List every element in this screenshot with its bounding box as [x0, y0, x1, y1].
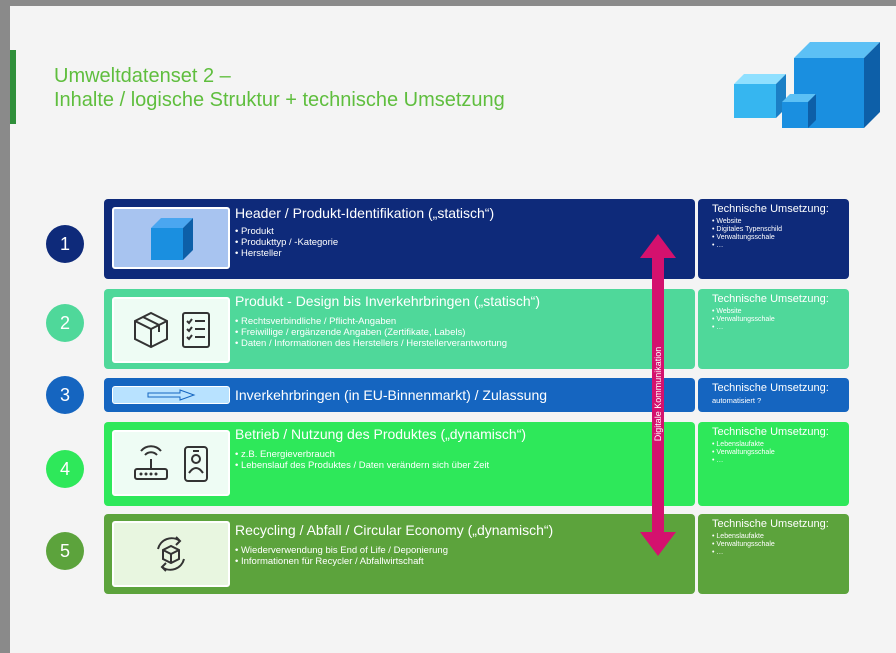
row-5-bullet: Informationen für Recycler / Abfallwirts… — [235, 556, 448, 567]
step-3-number: 3 — [59, 384, 70, 405]
row-4-panel: Betrieb / Nutzung des Produktes („dynami… — [104, 422, 695, 506]
row-4-tech-item: Lebenslaufakte — [712, 441, 849, 449]
row-4-icon-box — [112, 430, 230, 496]
double-arrow-icon — [640, 234, 676, 556]
row-5-bullet: Wiederverwendung bis End of Life / Depon… — [235, 545, 448, 556]
cubes-logo-icon — [734, 42, 880, 128]
row-2-title: Produkt - Design bis Inverkehrbringen („… — [235, 293, 541, 309]
row-5-title: Recycling / Abfall / Circular Economy („… — [235, 522, 554, 538]
row-5-tech-item: Verwaltungsschale — [712, 541, 849, 549]
row-3-tech-panel: Technische Umsetzung: automatisiert ? — [698, 378, 849, 412]
step-4-number: 4 — [59, 458, 70, 479]
arrow-label: Digitale Kommunikation — [653, 346, 663, 442]
row-2-icon-box — [112, 297, 230, 363]
title-line-1: Umweltdatenset 2 – — [54, 65, 231, 87]
step-2-number: 2 — [59, 312, 70, 333]
row-1-tech-list: Website Digitales Typenschild Verwaltung… — [712, 218, 849, 250]
row-2-tech-item: Verwaltungsschale — [712, 316, 849, 324]
row-1-bullet: Produkt — [235, 226, 338, 237]
package-box-icon — [134, 311, 168, 349]
row-1-tech-panel: Technische Umsetzung: Website Digitales … — [698, 199, 849, 279]
row-1-bullet: Produkttyp / -Kategorie — [235, 237, 338, 248]
row-3-tech-title: Technische Umsetzung: — [712, 382, 829, 394]
row-1-title: Header / Produkt-Identifikation („statis… — [235, 205, 495, 221]
row-1-panel: Header / Produkt-Identifikation („statis… — [104, 199, 695, 279]
row-5-tech-list: Lebenslaufakte Verwaltungsschale … — [712, 533, 849, 557]
step-4-circle: 4 — [46, 450, 84, 488]
title-line-2: Inhalte / logische Struktur + technische… — [54, 89, 505, 111]
smartphone-user-icon — [184, 446, 208, 482]
row-4-bullets: z.B. Energieverbrauch Lebenslauf des Pro… — [235, 449, 489, 471]
row-2-bullet: Freiwillige / ergänzende Angaben (Zertif… — [235, 327, 507, 338]
row-1-tech-title: Technische Umsetzung: — [712, 203, 829, 215]
row-4-tech-panel: Technische Umsetzung: Lebenslaufakte Ver… — [698, 422, 849, 506]
window-frame-top — [0, 0, 896, 6]
row-4-tech-item: … — [712, 457, 849, 465]
row-1-tech-item: Digitales Typenschild — [712, 226, 849, 234]
row-1-bullets: Produkt Produkttyp / -Kategorie Herstell… — [235, 226, 338, 259]
row-2-bullet: Daten / Informationen des Herstellers / … — [235, 338, 507, 349]
title-accent-bar — [10, 50, 16, 124]
window-frame-left — [0, 0, 10, 653]
row-5-tech-item: Lebenslaufakte — [712, 533, 849, 541]
row-4-bullet: Lebenslauf des Produktes / Daten verände… — [235, 460, 489, 471]
row-1-tech-item: Verwaltungsschale — [712, 234, 849, 242]
row-4-tech-title: Technische Umsetzung: — [712, 426, 829, 438]
row-4-tech-list: Lebenslaufakte Verwaltungsschale … — [712, 441, 849, 465]
row-3-title: Inverkehrbringen (in EU-Binnenmarkt) / Z… — [235, 387, 548, 403]
row-1-icon-box — [112, 207, 230, 269]
row-2-tech-title: Technische Umsetzung: — [712, 293, 829, 305]
step-5-circle: 5 — [46, 532, 84, 570]
row-1-tech-item: Website — [712, 218, 849, 226]
row-2-panel: Produkt - Design bis Inverkehrbringen („… — [104, 289, 695, 369]
step-5-number: 5 — [59, 540, 70, 561]
step-2-circle: 2 — [46, 304, 84, 342]
row-5-bullets: Wiederverwendung bis End of Life / Depon… — [235, 545, 448, 567]
slide-title: Umweltdatenset 2 – Inhalte / logische St… — [54, 64, 505, 112]
step-3-circle: 3 — [46, 376, 84, 414]
row-2-tech-list: Website Verwaltungsschale … — [712, 308, 849, 332]
row-5-tech-panel: Technische Umsetzung: Lebenslaufakte Ver… — [698, 514, 849, 594]
row-1-tech-item: … — [712, 242, 849, 250]
checklist-icon — [182, 312, 210, 348]
wifi-router-icon — [134, 445, 168, 480]
row-2-tech-panel: Technische Umsetzung: Website Verwaltung… — [698, 289, 849, 369]
arrow-right-icon — [147, 389, 196, 401]
recycle-box-icon — [157, 536, 185, 572]
row-4-tech-item: Verwaltungsschale — [712, 449, 849, 457]
row-3-icon-box — [112, 386, 230, 404]
step-1-number: 1 — [59, 233, 70, 254]
row-5-tech-title: Technische Umsetzung: — [712, 518, 829, 530]
row-2-bullets: Rechtsverbindliche / Pflicht-Angaben Fre… — [235, 316, 507, 349]
row-5-icon-box — [112, 521, 230, 587]
row-2-bullet: Rechtsverbindliche / Pflicht-Angaben — [235, 316, 507, 327]
cube-icon — [151, 218, 193, 260]
row-4-bullet: z.B. Energieverbrauch — [235, 449, 489, 460]
slide: Umweltdatenset 2 – Inhalte / logische St… — [10, 6, 896, 653]
row-1-bullet: Hersteller — [235, 248, 338, 259]
row-3-panel: Inverkehrbringen (in EU-Binnenmarkt) / Z… — [104, 378, 695, 412]
step-1-circle: 1 — [46, 225, 84, 263]
row-5-tech-item: … — [712, 549, 849, 557]
row-5-panel: Recycling / Abfall / Circular Economy („… — [104, 514, 695, 594]
row-4-title: Betrieb / Nutzung des Produktes („dynami… — [235, 426, 527, 442]
row-2-tech-item: Website — [712, 308, 849, 316]
row-2-tech-item: … — [712, 324, 849, 332]
row-3-tech-text: automatisiert ? — [712, 396, 762, 405]
